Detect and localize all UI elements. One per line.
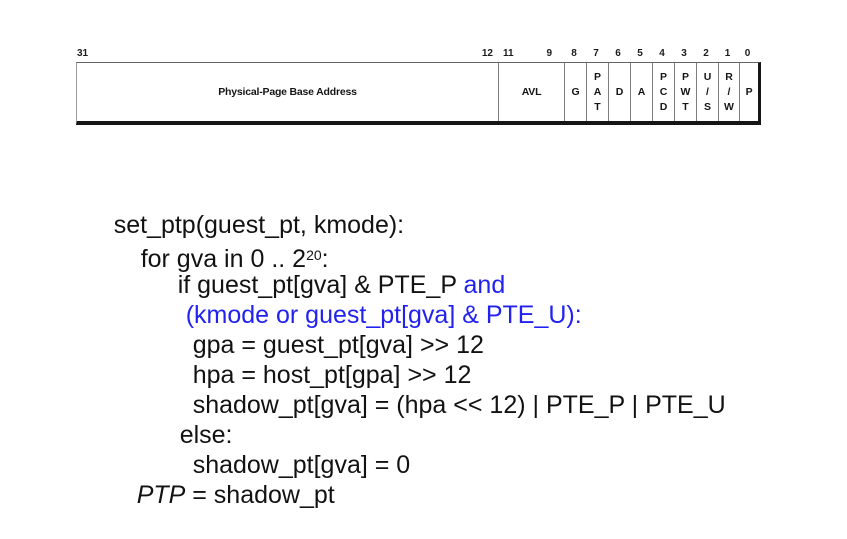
code-line: PTP = shadow_pt [95, 450, 726, 509]
pte-field-letter: T [682, 100, 689, 113]
code-text: shadow_pt[gva] = 0 [192, 451, 411, 479]
bit-header: 7 [585, 44, 607, 59]
code-line: else: [138, 390, 726, 449]
code-text: hpa = host_pt[gpa] >> 12 [192, 361, 472, 389]
bit-number: 5 [637, 48, 643, 59]
code-text: : [321, 245, 329, 273]
pte-field-pwt: P W T [674, 63, 696, 121]
bit-number: 2 [703, 48, 709, 59]
pte-field-letter: W [680, 85, 691, 98]
pte-field-label: G [571, 85, 580, 98]
bit-number: 0 [744, 48, 751, 59]
pte-field-letter: C [659, 85, 668, 98]
pte-field-label: AVL [521, 85, 542, 98]
bit-number: 12 [481, 48, 493, 59]
code-text: shadow_pt[gva] = (hpa << 12) | PTE_P | P… [192, 391, 726, 419]
pte-field-letter: T [594, 100, 601, 113]
bit-header: 5 [629, 44, 651, 59]
pte-field-letter: S [703, 100, 711, 113]
code-text: for gva in 0 .. 2 [140, 245, 307, 273]
code-line: for gva in 0 .. 220: [99, 210, 726, 273]
bit-header: 6 [607, 44, 629, 59]
pte-field-pcd: P C D [652, 63, 674, 121]
bit-number: 1 [724, 48, 731, 59]
pte-field-g: G [564, 63, 586, 121]
bit-number: 9 [546, 48, 552, 59]
pseudocode: set_ptp(guest_pt, kmode): for gva in 0 .… [72, 180, 726, 509]
bit-number: 8 [571, 48, 577, 59]
bit-header: 2 [695, 44, 717, 59]
bit-header: 3 [673, 44, 695, 59]
pte-diagram: 31 12 11 9 8 7 6 5 4 3 2 1 0 Physical-Pa… [76, 44, 761, 125]
pte-field-letter: W [724, 100, 734, 113]
pte-field-letter: D [659, 100, 668, 113]
pte-field-avl: AVL [498, 63, 564, 121]
pte-field-letter: / [727, 85, 731, 98]
code-text: = shadow_pt [185, 481, 335, 509]
code-line: gpa = guest_pt[gva] >> 12 [151, 300, 726, 359]
code-line: (kmode or guest_pt[gva] & PTE_U): [144, 270, 726, 329]
pte-field-letter: U [703, 70, 712, 83]
pte-field-label: D [615, 85, 624, 98]
pte-field-letter: P [659, 70, 667, 83]
pte-field-letter: R [725, 70, 733, 83]
bit-header-base: 31 12 [76, 44, 497, 59]
code-line: hpa = host_pt[gpa] >> 12 [151, 330, 726, 389]
pte-field-label: A [637, 85, 646, 98]
code-variable-ptp: PTP [136, 481, 186, 509]
code-line: shadow_pt[gva] = (hpa << 12) | PTE_P | P… [151, 360, 726, 419]
bit-header: 8 [563, 44, 585, 59]
code-keyword: and [463, 271, 506, 299]
code-text: set_ptp(guest_pt, kmode): [113, 211, 405, 239]
bit-numbers-row: 31 12 11 9 8 7 6 5 4 3 2 1 0 [76, 44, 761, 59]
bit-number: 11 [503, 48, 514, 59]
bit-number: 7 [593, 48, 599, 59]
pte-field-us: U / S [696, 63, 718, 121]
bit-header: 0 [738, 44, 757, 59]
pte-field-d: D [608, 63, 630, 121]
code-text: gpa = guest_pt[gva] >> 12 [192, 331, 484, 359]
pte-field-physical-page-base-address: Physical-Page Base Address [77, 63, 498, 121]
pte-field-pat: P A T [586, 63, 608, 121]
pte-table: Physical-Page Base Address AVL G P A T D… [76, 62, 761, 125]
pte-field-letter: / [706, 85, 709, 98]
pte-field-letter: P [593, 70, 601, 83]
bit-number: 3 [681, 48, 687, 59]
bit-header-avl: 11 9 [497, 44, 563, 59]
code-line: set_ptp(guest_pt, kmode): [72, 180, 726, 239]
code-superscript: 20 [306, 247, 322, 263]
pte-field-label: P [745, 85, 753, 98]
code-condition: (kmode or guest_pt[gva] & PTE_U): [185, 301, 582, 329]
bit-header: 4 [651, 44, 673, 59]
bit-header: 1 [717, 44, 738, 59]
pte-field-letter: P [681, 70, 689, 83]
code-text: else: [179, 421, 233, 449]
pte-field-a: A [630, 63, 652, 121]
pte-field-label: Physical-Page Base Address [218, 85, 357, 98]
pte-field-p: P [739, 63, 758, 121]
pte-field-rw: R / W [718, 63, 739, 121]
bit-number: 4 [659, 48, 665, 59]
code-line: if guest_pt[gva] & PTE_P and [136, 240, 726, 299]
bit-number: 31 [77, 48, 89, 59]
code-text: if guest_pt[gva] & PTE_P [177, 271, 464, 299]
code-line: shadow_pt[gva] = 0 [151, 420, 726, 479]
bit-number: 6 [615, 48, 621, 59]
pte-field-letter: A [593, 85, 602, 98]
